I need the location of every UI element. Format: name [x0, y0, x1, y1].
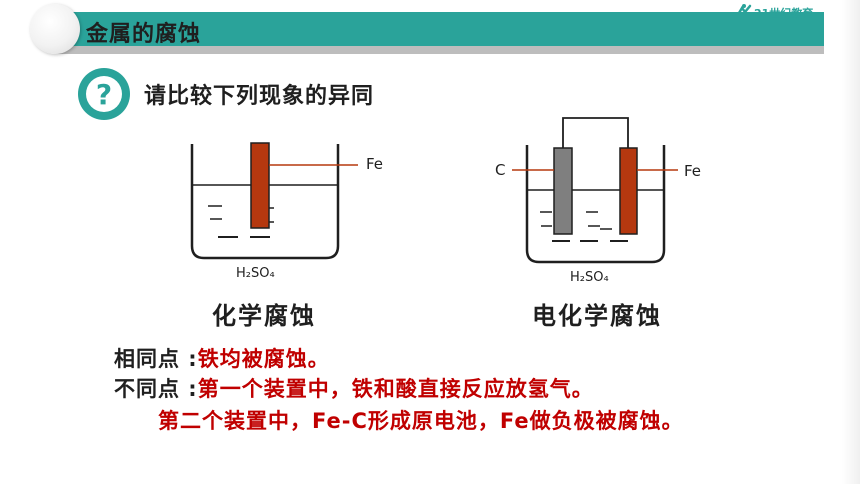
header-gray-band	[56, 46, 824, 54]
same-text: 铁均被腐蚀。	[197, 347, 330, 371]
diff-text-1: 第一个装置中，铁和酸直接反应放氢气。	[197, 377, 594, 401]
right-fe-electrode	[619, 147, 638, 235]
right-solution-label: H₂SO₄	[570, 270, 609, 285]
prompt-text: 请比较下列现象的异同	[144, 84, 375, 109]
left-beaker	[190, 142, 358, 260]
left-fe-label: Fe	[366, 155, 384, 173]
left-caption: 化学腐蚀	[212, 302, 316, 330]
left-solution-label: H₂SO₄	[236, 266, 275, 281]
brand-text: 21世纪教育	[754, 6, 813, 20]
same-label: 相同点 :	[114, 347, 198, 371]
right-beaker	[512, 117, 678, 264]
header-teal-band	[56, 12, 824, 46]
same-point-line: 相同点 :铁均被腐蚀。	[114, 343, 330, 373]
diff-text-2: 第二个装置中，Fe-C形成原电池，Fe做负极被腐蚀。	[158, 409, 684, 433]
question-icon: ?	[78, 68, 130, 120]
page-title: 金属的腐蚀	[86, 22, 202, 47]
question-icon-glyph: ?	[86, 76, 122, 112]
header-logo-circle	[30, 4, 80, 54]
brand-logo-icon: 21世纪教育	[734, 4, 813, 20]
right-c-electrode	[553, 147, 573, 235]
slide-edge-shade	[842, 0, 860, 484]
right-caption: 电化学腐蚀	[532, 302, 662, 330]
left-fe-electrode	[250, 142, 270, 229]
right-c-label: C	[495, 161, 506, 179]
right-fe-label: Fe	[684, 162, 702, 180]
diff-point-line: 不同点 :第一个装置中，铁和酸直接反应放氢气。	[114, 373, 594, 403]
diff-label: 不同点 :	[114, 377, 198, 401]
